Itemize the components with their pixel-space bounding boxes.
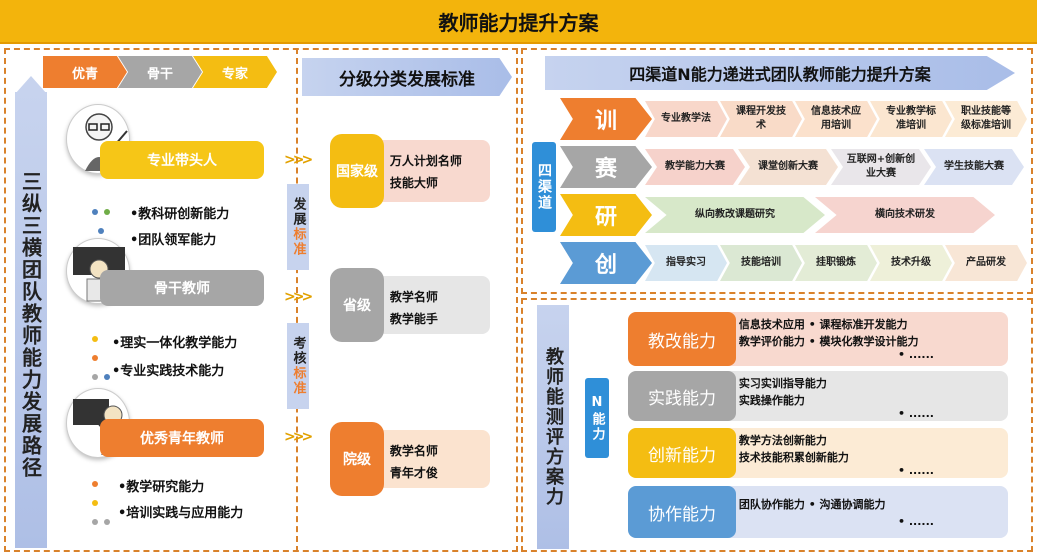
channel-create: 创 [560,242,652,284]
ability-reform-info: • 信息技术应用 • 课程标准开发能力 • 教学评价能力 • 模块化教学设计能力… [718,312,1008,366]
role-youth-dots [92,472,132,529]
role-youth-box: 优秀青年教师 [100,419,264,457]
create-step-1: 指导实习 [645,245,727,281]
role-leader-dots [92,200,132,238]
level-province: 省级 [330,268,384,342]
arrow-icon-3: >>> [284,429,313,445]
arrow-icon-2: >>> [284,289,313,305]
development-standard-tag: 发展标准 [287,184,309,270]
four-channel-label: 四渠道 [532,142,556,232]
role-leader-skill-1: •教科研创新能力 [130,207,230,222]
create-step-2: 技能培训 [720,245,802,281]
channel-compete: 赛 [560,146,652,188]
channel-research: 研 [560,194,652,236]
train-step-1: 专业教学法 [645,101,727,137]
train-step-5: 职业技能等级标准培训 [945,101,1027,137]
level-province-info: • 教学名师 • 教学能手 [370,276,490,334]
ability-innovation: 创新能力 [628,428,736,478]
role-backbone-skill-1: •理实一体化教学能力 [112,336,238,351]
compete-step-2: 课堂创新大赛 [738,149,838,185]
ability-innovation-info: • 教学方法创新能力 • 技术技能积累创新能力 • ...... [718,428,1008,478]
train-step-3: 信息技术应用培训 [795,101,877,137]
compete-step-4: 学生技能大赛 [924,149,1024,185]
train-step-2: 课程开发技术 [720,101,802,137]
compete-step-1: 教学能力大赛 [645,149,745,185]
right-top-panel [521,48,1033,294]
level-national-info: • 万人计划名师 • 技能大师 [370,140,490,202]
compete-step-3: 互联网+创新创业大赛 [831,149,931,185]
left-divider [296,48,298,552]
create-step-3: 挂职锻炼 [795,245,877,281]
level-college: 院级 [330,422,384,496]
development-path-title: 三纵三横团队教师能力发展路径 [15,92,47,548]
assessment-standard-tag: 考核标准 [287,323,309,409]
page-title: 教师能力提升方案 [438,10,599,35]
research-step-2: 横向技术研发 [815,197,995,233]
role-leader-box: 专业带头人 [100,141,264,179]
ability-practice: 实践能力 [628,371,736,421]
grading-standard-banner: 分级分类发展标准 [302,58,512,96]
ability-reform: 教改能力 [628,312,736,366]
role-leader-skill-2: •团队领军能力 [130,233,217,248]
research-step-1: 纵向教改课题研究 [645,197,825,233]
left-panel [4,48,518,552]
role-backbone-skill-2: •专业实践技术能力 [112,364,225,379]
page-title-bar: 教师能力提升方案 [0,0,1037,44]
ability-collaboration-info: • 团队协作能力 • 沟通协调能力 • ...... [718,486,1008,538]
n-ability-label: N能力 [585,378,609,458]
evaluation-plan-title: 教师能测评方案力 [537,305,569,549]
ability-collaboration: 协作能力 [628,486,736,538]
train-step-4: 专业教学标准培训 [870,101,952,137]
stage-backbone: 骨干 [118,56,202,88]
ability-practice-info: • 实习实训指导能力 • 实践操作能力 • ...... [718,371,1008,421]
four-channel-banner: 四渠道N能力递进式团队教师能力提升方案 [545,56,1015,90]
create-step-4: 技术升级 [870,245,952,281]
create-step-5: 产品研发 [945,245,1027,281]
role-backbone-dots [92,327,132,384]
role-youth-skill-2: •培训实践与应用能力 [118,506,244,521]
level-national: 国家级 [330,134,384,208]
role-youth-skill-1: •教学研究能力 [118,480,205,495]
level-college-info: • 教学名师 • 青年才俊 [370,430,490,488]
stage-youth: 优青 [43,56,127,88]
role-backbone-box: 骨干教师 [100,270,264,306]
stage-expert: 专家 [193,56,277,88]
arrow-icon-1: >>> [284,152,313,168]
right-bottom-panel [521,298,1033,552]
channel-train: 训 [560,98,652,140]
